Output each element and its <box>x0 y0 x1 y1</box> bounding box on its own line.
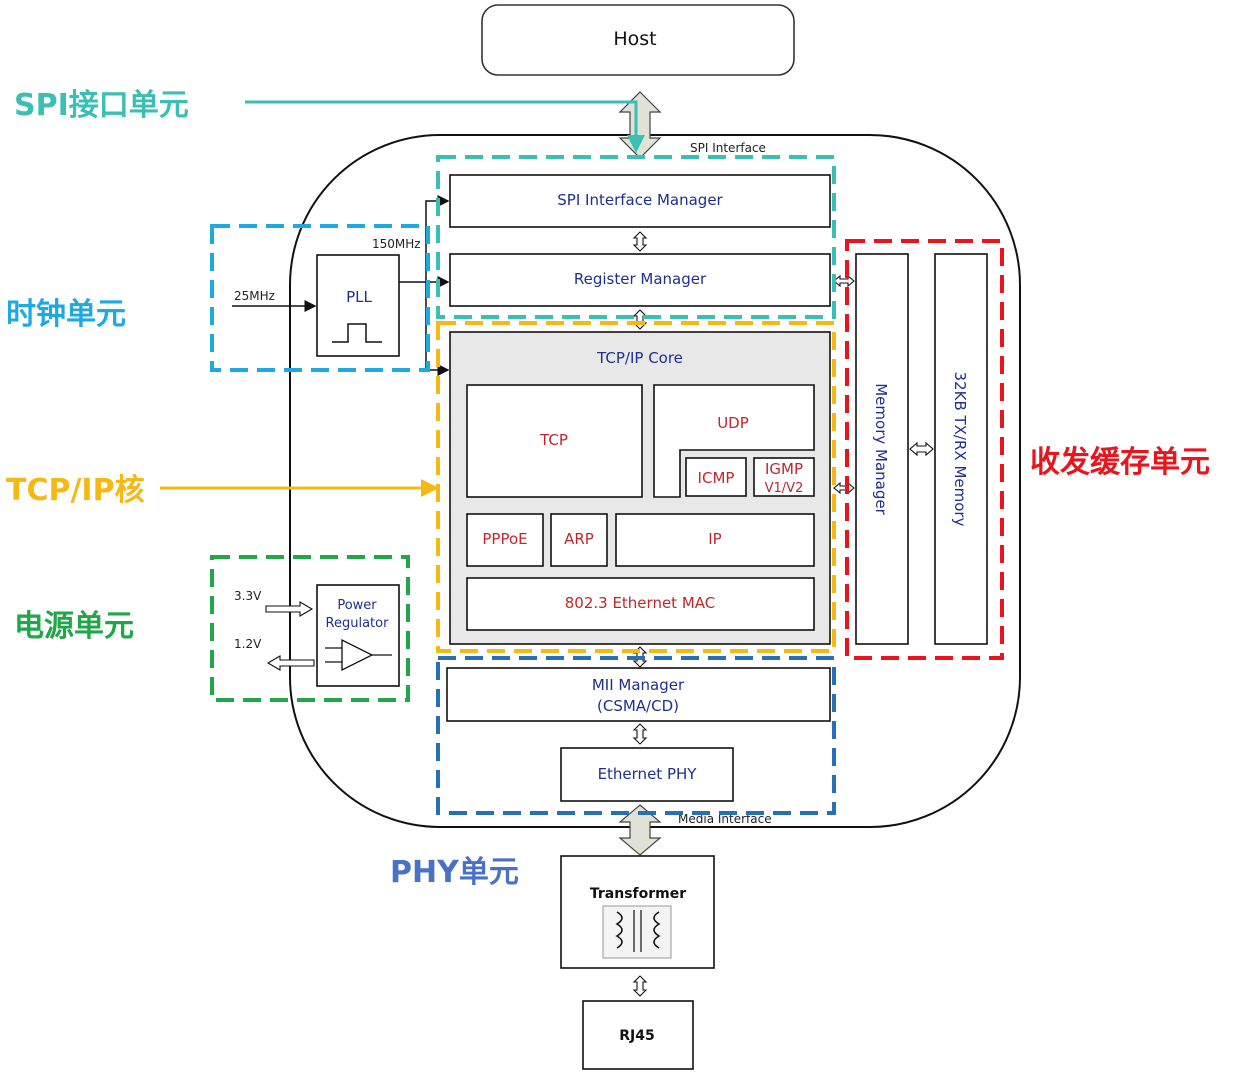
register-manager <box>449 253 831 307</box>
pll-label: PLL <box>346 288 372 306</box>
mii-manager-label: MII Manager <box>592 676 685 694</box>
memory-link-arrow <box>909 441 934 457</box>
tcp-block <box>466 384 643 498</box>
op-amp-icon <box>325 638 392 672</box>
ethernet-mac-label: 802.3 Ethernet MAC <box>565 594 716 612</box>
clock-input-label: 25MHz <box>234 289 275 303</box>
power-input-label: 3.3V <box>234 589 262 603</box>
media-bus-arrow <box>618 804 662 856</box>
register-memory-arrow <box>833 274 855 288</box>
media-interface-label: Media Interface <box>678 812 772 826</box>
mii-manager <box>446 667 831 722</box>
rj45-block <box>582 1000 694 1070</box>
clock-unit-label: 时钟单元 <box>6 297 126 332</box>
ip-label: IP <box>708 530 721 548</box>
tcp-label: TCP <box>539 431 568 449</box>
ethernet-phy-label: Ethernet PHY <box>598 765 698 783</box>
power-output-label: 1.2V <box>234 637 262 651</box>
buffer-unit-outline <box>845 239 1004 660</box>
power-regulator-label: Power <box>337 598 377 613</box>
tx-rx-memory <box>934 253 988 645</box>
igmp-version-label: V1/V2 <box>765 481 804 496</box>
icmp-block <box>685 457 747 497</box>
power-regulator-label-2: Regulator <box>326 616 390 631</box>
ethernet-mac-block <box>466 577 815 631</box>
power-input-arrow <box>265 601 314 617</box>
transformer-label: Transformer <box>590 886 686 902</box>
memory-manager <box>855 253 909 645</box>
host-label: Host <box>613 28 656 50</box>
power-unit-outline <box>210 555 410 702</box>
arp-label: ARP <box>564 530 594 548</box>
spi-interface-manager-label: SPI Interface Manager <box>557 191 723 209</box>
igmp-block <box>753 457 815 497</box>
pll-block <box>316 254 400 357</box>
link-arrow <box>632 231 648 252</box>
igmp-label: IGMP <box>765 460 803 478</box>
link-arrow <box>632 975 648 997</box>
spi-unit-outline <box>436 155 836 319</box>
power-regulator <box>316 584 400 687</box>
spi-callout-arrow <box>245 100 645 153</box>
clock-pulse-icon <box>332 323 382 343</box>
register-manager-label: Register Manager <box>574 270 707 288</box>
tx-rx-memory-label: 32KB TX/RX Memory <box>951 372 969 527</box>
pppoe-label: PPPoE <box>482 530 527 548</box>
ethernet-phy <box>560 747 734 802</box>
phy-unit-outline <box>436 656 836 815</box>
spi-interface-manager <box>449 174 831 228</box>
tcpip-core-label: TCP/IP Core <box>596 349 683 367</box>
host-block: Host <box>481 4 795 76</box>
phy-unit-label: PHY单元 <box>390 855 519 890</box>
rj45-label: RJ45 <box>619 1028 654 1044</box>
mii-manager-mode-label: (CSMA/CD) <box>597 697 679 715</box>
link-arrow <box>632 723 648 745</box>
icmp-label: ICMP <box>698 469 735 487</box>
arp-block <box>550 513 608 567</box>
power-output-arrow <box>266 655 315 671</box>
clock-output-label: 150MHz <box>372 237 421 251</box>
ip-block <box>615 513 815 567</box>
power-unit-label: 电源单元 <box>14 609 134 644</box>
udp-block <box>653 384 815 498</box>
tcpip-unit-label: TCP/IP核 <box>6 473 145 508</box>
pppoe-block <box>466 513 544 567</box>
spi-unit-label: SPI接口单元 <box>14 88 189 123</box>
buffer-unit-label: 收发缓存单元 <box>1030 445 1210 480</box>
memory-manager-label: Memory Manager <box>872 383 890 515</box>
spi-interface-label: SPI Interface <box>690 141 766 155</box>
transformer-coil-icon <box>602 905 672 959</box>
clock-unit-outline <box>210 224 430 372</box>
udp-label: UDP <box>717 414 749 432</box>
